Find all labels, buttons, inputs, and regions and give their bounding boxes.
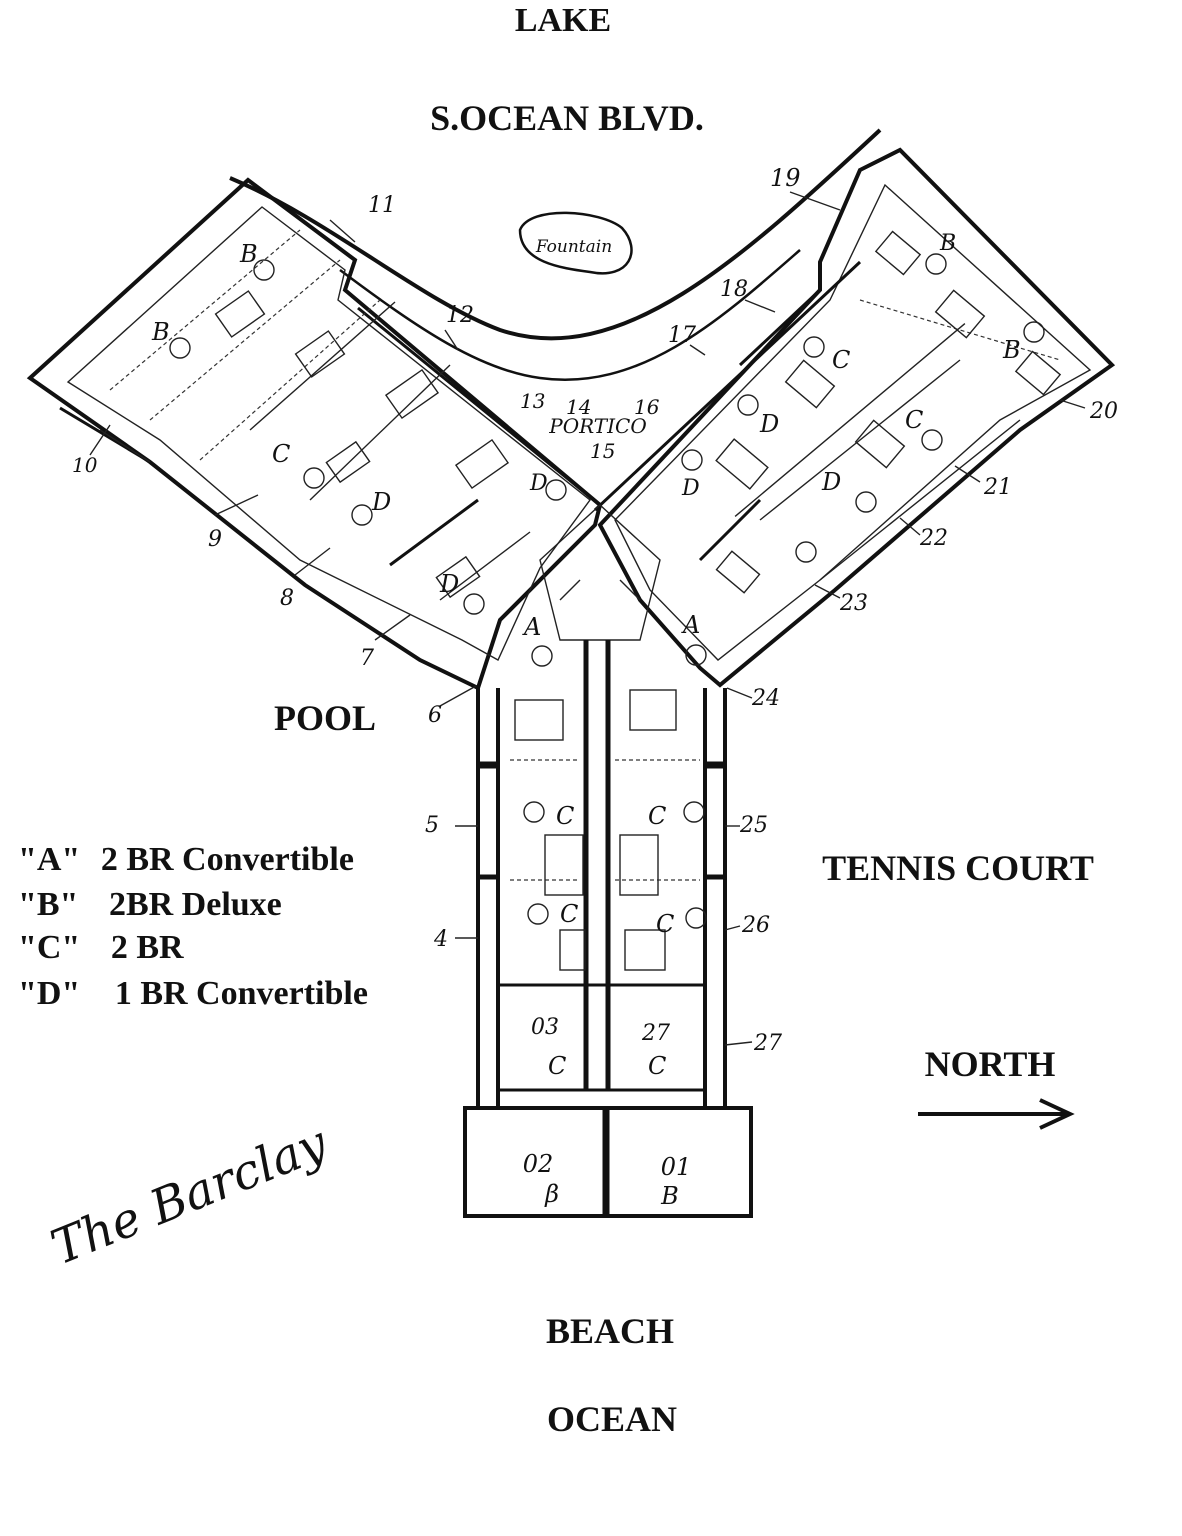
unit-number-7: 7 (360, 646, 374, 671)
ocean-label: OCEAN (547, 1399, 677, 1439)
legend-code-c: "C" (18, 929, 80, 966)
unit-number-19: 19 (770, 164, 801, 192)
svg-text:C: C (905, 406, 923, 434)
unit-number-14: 14 (566, 395, 591, 419)
svg-text:C: C (272, 440, 290, 468)
svg-text:D: D (821, 468, 841, 496)
svg-text:C: C (548, 1052, 566, 1080)
legend-row-a: "A" 2 BR Convertible (18, 841, 354, 878)
legend-row-b: "B" 2BR Deluxe (18, 886, 282, 923)
unit-type-letters: B B C D D D A A D D C D C B B C C C C C … (151, 231, 1021, 1080)
unit-number-10: 10 (72, 453, 98, 477)
legend-row-c: "C" 2 BR (18, 929, 184, 966)
unit-number-24: 24 (751, 686, 780, 711)
circled-unit-markers (169, 253, 1045, 929)
unit-number-21: 21 (983, 475, 1012, 500)
unit-number-18: 18 (720, 277, 748, 302)
svg-text:D: D (439, 570, 459, 598)
legend-text-a: 2 BR Convertible (101, 841, 354, 878)
tennis-court-label: TENNIS COURT (822, 848, 1094, 888)
legend-row-d: "D" 1 BR Convertible (18, 975, 368, 1012)
unit-number-12: 12 (446, 303, 474, 328)
north-arrow: NORTH (918, 1044, 1075, 1130)
svg-text:C: C (556, 802, 574, 830)
unit-number-26: 26 (741, 913, 770, 938)
legend-text-d: 1 BR Convertible (115, 975, 368, 1012)
unit-number-27: 27 (753, 1031, 782, 1056)
north-label: NORTH (925, 1044, 1056, 1084)
svg-text:C: C (648, 1052, 666, 1080)
lake-label: LAKE (515, 2, 611, 39)
unit-number-17: 17 (668, 323, 696, 348)
unit-number-25: 25 (739, 813, 768, 838)
left-wing (26, 177, 603, 691)
svg-text:A: A (522, 613, 541, 641)
legend-code-d: "D" (18, 975, 80, 1012)
beach-label: BEACH (546, 1311, 674, 1351)
unit-01-label: 01 (661, 1153, 692, 1181)
unit-legend: "A" 2 BR Convertible "B" 2BR Deluxe "C" … (18, 841, 368, 1012)
svg-text:C: C (832, 346, 850, 374)
svg-text:C: C (560, 900, 578, 928)
svg-text:D: D (371, 488, 391, 516)
unit-number-5: 5 (425, 813, 439, 838)
north-arrow-head-icon (1039, 1098, 1075, 1130)
unit-number-20: 20 (1089, 399, 1118, 424)
drive-inner-curb (339, 249, 801, 381)
unit-number-4: 4 (433, 927, 448, 952)
legend-text-c: 2 BR (111, 929, 184, 966)
unit-number-11: 11 (368, 193, 396, 218)
unit-number-16: 16 (634, 395, 660, 419)
beach-end-block (463, 1106, 753, 1218)
unit-01-type: B (660, 1182, 679, 1210)
svg-text:C: C (656, 910, 674, 938)
svg-text:A: A (681, 611, 700, 639)
central-junction: PORTICO (539, 414, 661, 641)
fountain-label: Fountain (535, 237, 612, 257)
svg-text:B: B (1002, 336, 1021, 364)
pool-label: POOL (274, 698, 376, 738)
svg-text:B: B (151, 318, 170, 346)
unit-02-type: β (544, 1180, 559, 1208)
svg-text:D: D (681, 476, 700, 501)
unit-02-label: 02 (523, 1150, 554, 1178)
fountain: Fountain (518, 211, 633, 275)
legend-code-b: "B" (18, 886, 78, 923)
unit-number-callouts: 10 9 8 7 6 5 4 11 12 13 14 15 16 17 18 1… (72, 164, 1118, 1056)
svg-text:C: C (648, 802, 666, 830)
portico-label: PORTICO (548, 414, 647, 438)
unit-number-8: 8 (280, 586, 294, 611)
svg-text:D: D (759, 410, 779, 438)
signature-the-barclay: The Barclay (44, 1115, 336, 1276)
boulevard-label: S.OCEAN BLVD. (430, 98, 704, 138)
unit-03-label: 03 (531, 1015, 559, 1040)
south-stem (476, 640, 727, 1108)
svg-text:B: B (939, 231, 956, 256)
drive-outer-curb (229, 128, 882, 341)
unit-number-9: 9 (208, 527, 222, 552)
svg-text:D: D (529, 471, 548, 496)
unit-number-13: 13 (520, 389, 545, 413)
unit-27-label: 27 (641, 1021, 670, 1046)
legend-code-a: "A" (18, 841, 80, 878)
svg-text:B: B (239, 240, 258, 268)
unit-number-23: 23 (839, 591, 868, 616)
unit-number-6: 6 (428, 703, 442, 728)
unit-number-15: 15 (590, 439, 615, 463)
unit-number-22: 22 (919, 526, 948, 551)
legend-text-b: 2BR Deluxe (109, 886, 282, 923)
right-wing (593, 147, 1116, 688)
